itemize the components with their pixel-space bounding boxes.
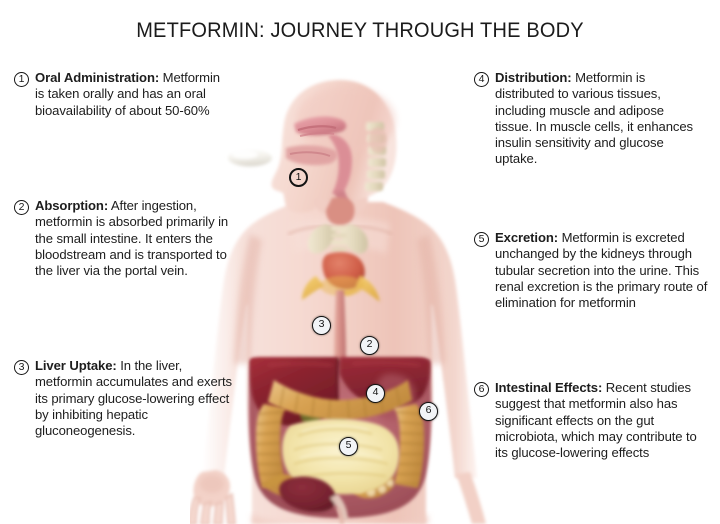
bladder: [279, 476, 348, 520]
callout-6-intestinal-effects: 6 Intestinal Effects: Recent studies sug…: [474, 380, 712, 461]
pelvis-region: [252, 508, 428, 524]
callout-label-2: Absorption:: [35, 198, 109, 213]
callout-text-4: Metformin is distributed to various tiss…: [495, 70, 693, 167]
callout-body-2: Absorption: After ingestion, metformin i…: [35, 198, 236, 279]
callout-number-3: 3: [14, 360, 29, 375]
callout-label-1: Oral Administration:: [35, 70, 160, 85]
callout-4-distribution: 4 Distribution: Metformin is distributed…: [474, 70, 700, 168]
callout-2-absorption: 2 Absorption: After ingestion, metformin…: [14, 198, 236, 279]
callout-label-6: Intestinal Effects:: [495, 380, 603, 395]
callout-5-excretion: 5 Excretion: Metformin is excreted uncha…: [474, 230, 708, 311]
callout-label-3: Liver Uptake:: [35, 358, 117, 373]
callout-body-3: Liver Uptake: In the liver, metformin ac…: [35, 358, 240, 439]
callout-text-1: Metformin is taken orally and has an ora…: [35, 70, 220, 118]
anatomy-marker-4[interactable]: 4: [366, 384, 385, 403]
callout-body-6: Intestinal Effects: Recent studies sugge…: [495, 380, 712, 461]
right-forearm: [456, 472, 486, 524]
callout-1-oral-administration: 1 Oral Administration: Metformin is take…: [14, 70, 226, 119]
left-hand: [190, 470, 236, 524]
callout-body-1: Oral Administration: Metformin is taken …: [35, 70, 226, 119]
callout-number-2: 2: [14, 200, 29, 215]
esophagus: [334, 290, 346, 360]
callout-body-5: Excretion: Metformin is excreted unchang…: [495, 230, 708, 311]
callout-number-6: 6: [474, 382, 489, 397]
callout-3-liver-uptake: 3 Liver Uptake: In the liver, metformin …: [14, 358, 240, 439]
callout-number-5: 5: [474, 232, 489, 247]
trachea: [331, 226, 347, 252]
callout-text-6: Recent studies suggest that metformin al…: [495, 380, 697, 461]
anatomy-marker-3[interactable]: 3: [312, 316, 331, 335]
callout-label-4: Distribution:: [495, 70, 572, 85]
small-intestine: [282, 418, 400, 495]
callout-number-4: 4: [474, 72, 489, 87]
anatomy-marker-1[interactable]: 1: [289, 168, 308, 187]
larynx-thyroid-trachea: [308, 197, 368, 254]
callout-text-2: After ingestion, metformin is absorbed p…: [35, 198, 229, 279]
heart-and-vessels: [302, 252, 380, 302]
anatomy-marker-6[interactable]: 6: [419, 402, 438, 421]
page-title: METFORMIN: JOURNEY THROUGH THE BODY: [136, 18, 584, 42]
callout-text-5: Metformin is excreted unchanged by the k…: [495, 230, 708, 311]
metformin-pill: [228, 149, 272, 167]
callout-text-3: In the liver, metformin accumulates and …: [35, 358, 232, 439]
callout-label-5: Excretion:: [495, 230, 559, 245]
anatomy-marker-2[interactable]: 2: [360, 336, 379, 355]
anatomy-illustration: [190, 74, 490, 524]
callout-number-1: 1: [14, 72, 29, 87]
head-internal-anatomy: [286, 86, 396, 216]
callout-body-4: Distribution: Metformin is distributed t…: [495, 70, 700, 168]
anatomy-marker-5[interactable]: 5: [339, 437, 358, 456]
